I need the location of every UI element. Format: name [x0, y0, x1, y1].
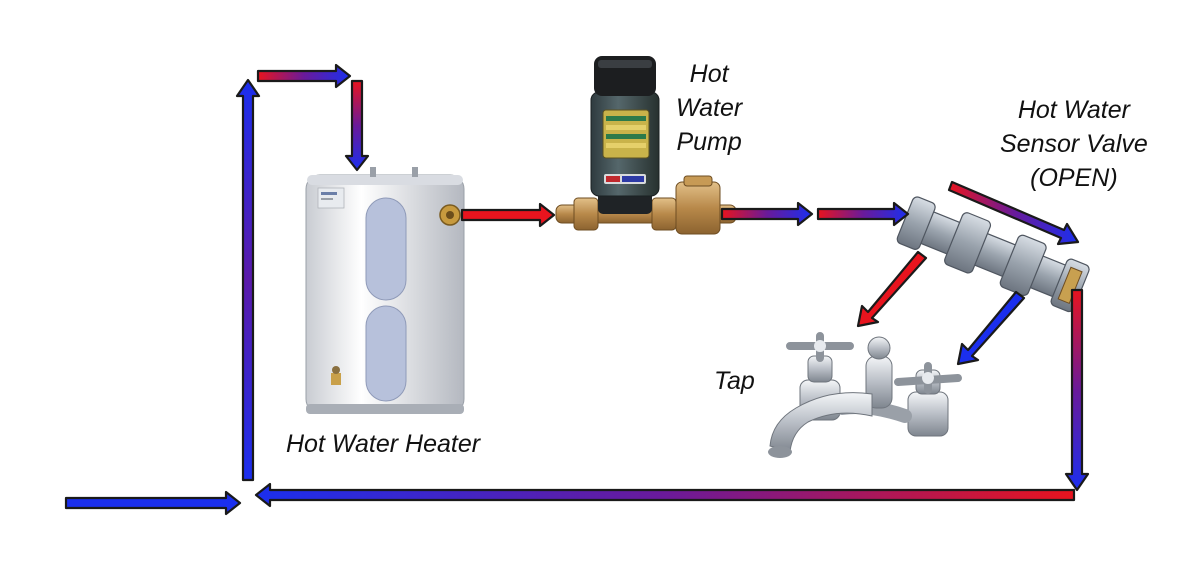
water-heater-icon — [305, 167, 465, 414]
valve-label: Hot Water Sensor Valve (OPEN) — [1000, 93, 1148, 195]
heater-label: Hot Water Heater — [286, 430, 481, 458]
arrow-hot-to-tap — [856, 250, 928, 328]
arrow-cold-inlet — [64, 490, 242, 516]
faucet-icon — [768, 332, 962, 458]
pump-label-line-1: Hot — [689, 60, 729, 88]
flow-arrows — [64, 63, 1090, 516]
arrow-left-riser — [235, 78, 261, 482]
arrow-down-heater — [344, 79, 370, 172]
pump-label-line-3: Pump — [676, 128, 742, 156]
tap-label: Tap — [714, 367, 755, 395]
pump-label: Hot Water Pump — [676, 57, 742, 159]
arrow-pump-out-2 — [816, 201, 910, 227]
arrow-cold-from-tap — [956, 290, 1026, 366]
arrow-pump-out-1 — [720, 201, 814, 227]
valve-label-line-3: (OPEN) — [1030, 164, 1118, 192]
arrow-top — [256, 63, 352, 89]
valve-label-line-2: Sensor Valve — [1000, 130, 1148, 158]
arrow-heater-out — [460, 202, 556, 228]
valve-label-line-1: Hot Water — [1017, 96, 1130, 124]
arrow-right-drop — [1064, 288, 1090, 492]
arrow-bottom-return — [254, 482, 1076, 508]
pump-label-line-2: Water — [676, 94, 743, 122]
arrow-valve-diagonal — [947, 180, 1080, 246]
pump-icon — [555, 56, 737, 235]
sensor-valve-icon — [896, 196, 1090, 313]
